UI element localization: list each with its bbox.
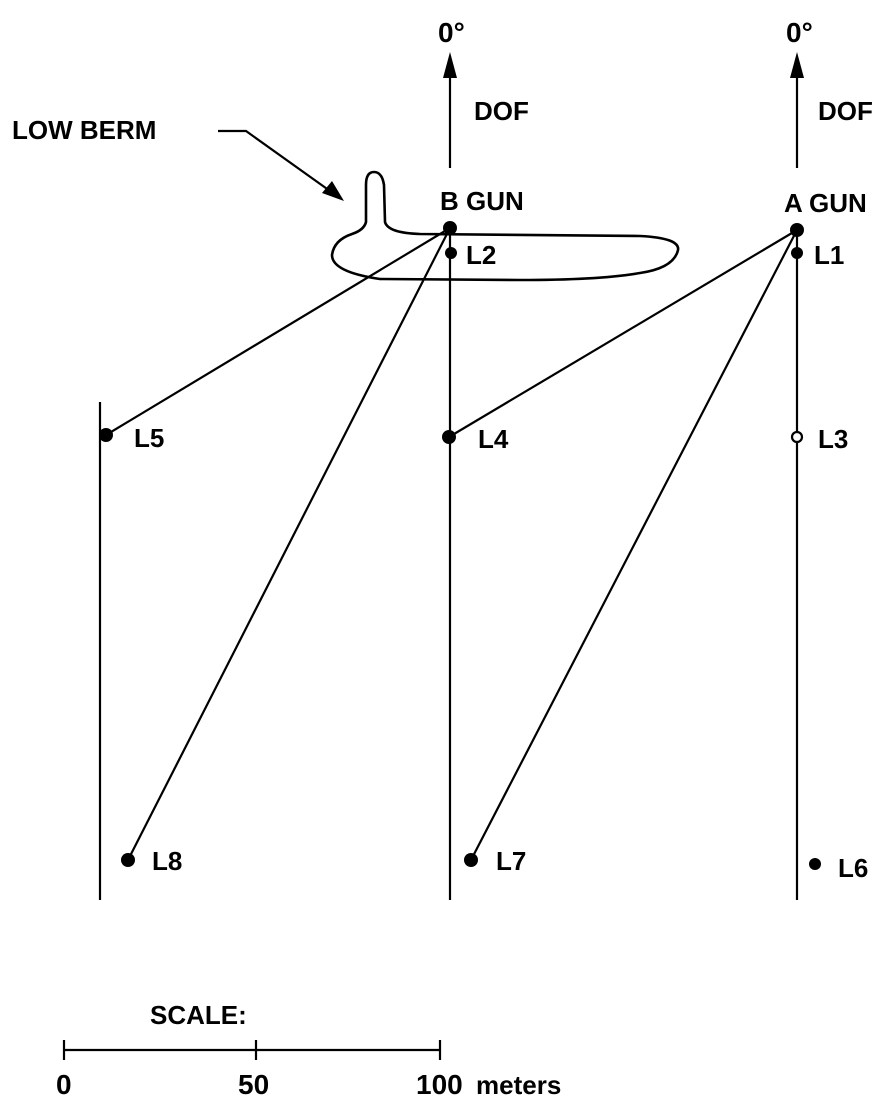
scale-label-0: 0 [56,1069,72,1100]
sightline-a-l7 [470,229,798,861]
sightline-a-l4 [448,229,798,438]
north-arrow-b-dof: DOF [474,96,529,126]
scale-label-100: 100 [416,1069,463,1100]
arrowhead-icon [790,52,804,78]
l8-label: L8 [152,846,182,876]
b-gun-marker [443,221,457,235]
arrowhead-icon [443,52,457,78]
l1-marker [791,247,803,259]
a-gun-label: A GUN [784,188,867,218]
north-arrow-b-degree: 0° [438,17,465,48]
l5-marker [99,428,113,442]
a-gun-marker [790,223,804,237]
scale-unit: meters [476,1070,561,1100]
north-arrow-b: 0° DOF [438,17,529,168]
l6-label: L6 [838,853,868,883]
l8-marker [121,853,135,867]
l6-marker [809,858,821,870]
arrowhead-icon [322,181,344,201]
scale-title: SCALE: [150,1000,247,1030]
l2-marker [445,247,457,259]
north-arrow-a-dof: DOF [818,96,873,126]
l4-marker [442,430,456,444]
scale-bar: SCALE: 0 50 100 meters [56,1000,561,1100]
north-arrow-a: 0° DOF [786,17,873,168]
l5-label: L5 [134,423,164,453]
l3-label: L3 [818,424,848,454]
berm-callout-leader [218,129,331,192]
north-arrow-a-degree: 0° [786,17,813,48]
sightline-b-l8 [127,227,451,861]
l7-marker [464,853,478,867]
l3-marker [790,430,804,444]
b-gun-label: B GUN [440,186,524,216]
l4-label: L4 [478,424,509,454]
low-berm-outline [330,170,680,282]
sightline-b-l5 [105,227,451,436]
l2-label: L2 [466,240,496,270]
l7-label: L7 [496,846,526,876]
low-berm-label: LOW BERM [12,115,156,145]
l1-label: L1 [814,240,844,270]
scale-label-50: 50 [238,1069,269,1100]
